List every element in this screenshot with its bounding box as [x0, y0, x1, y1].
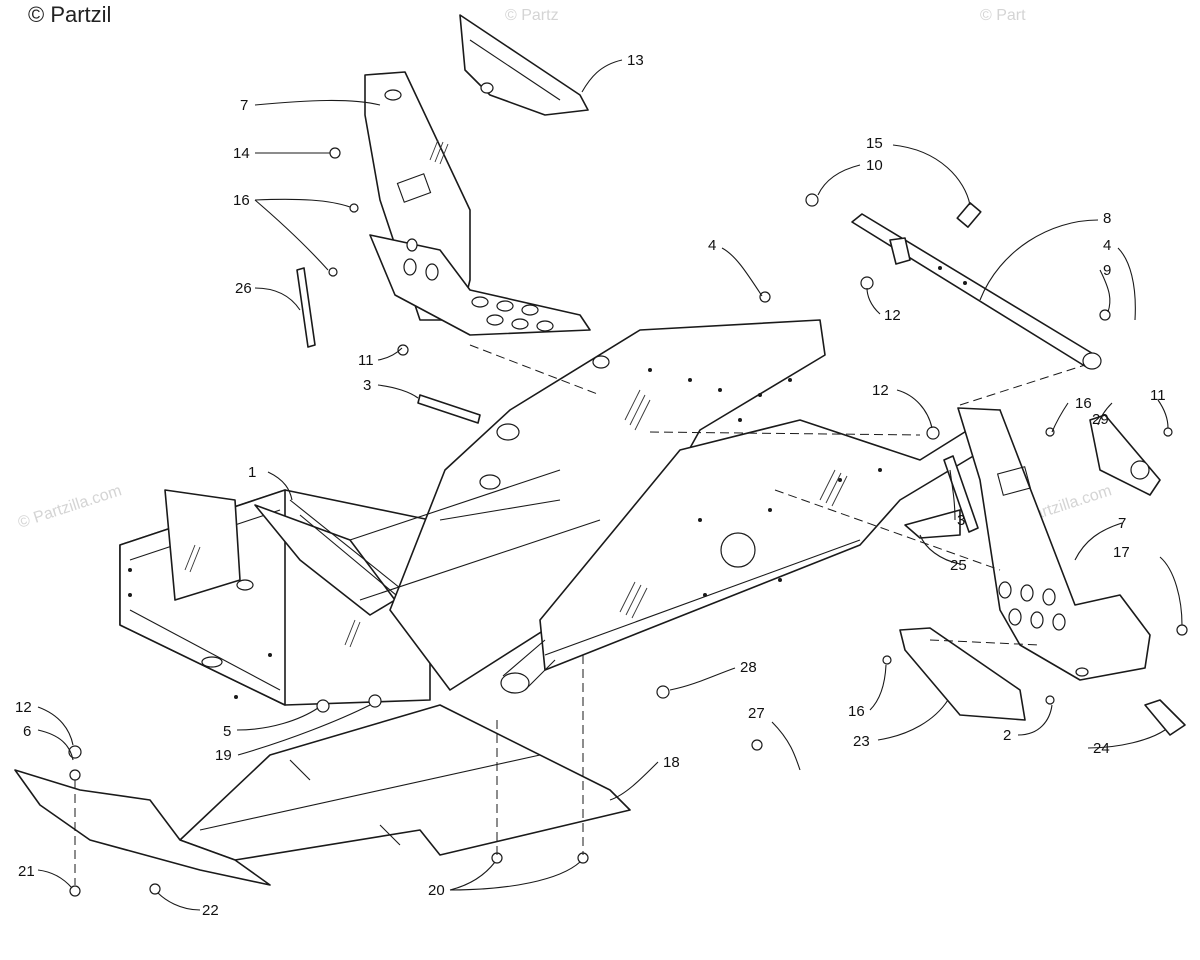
front-skid-plate [14, 769, 271, 886]
callout-29: 29 [1092, 411, 1109, 428]
callout-28: 28 [740, 659, 757, 676]
callout-18: 18 [663, 754, 680, 771]
small-strap [1144, 699, 1186, 736]
callout-4-right: 4 [1103, 237, 1111, 254]
gusset-plate [904, 509, 961, 539]
steering-shaft [851, 213, 1102, 370]
callout-22: 22 [202, 902, 219, 919]
callout-17: 17 [1113, 544, 1130, 561]
right-upright-bracket [957, 407, 1151, 681]
callout-4-center: 4 [708, 237, 716, 254]
callout-12-upright: 12 [872, 382, 889, 399]
side-plate [899, 627, 1026, 721]
callout-8: 8 [1103, 210, 1111, 227]
left-reinforcement-strip [417, 394, 481, 424]
callout-23: 23 [853, 733, 870, 750]
callout-10: 10 [866, 157, 883, 174]
leader-lines [37, 59, 1183, 911]
callout-12-shaft: 12 [884, 307, 901, 324]
callout-5: 5 [223, 723, 231, 740]
callout-12-skid: 12 [15, 699, 32, 716]
watermark-corner: © Partzil [28, 2, 111, 27]
callout-3-right: 3 [957, 512, 965, 529]
callout-labels: 1 2 3 3 4 4 5 6 7 7 8 9 10 11 11 12 12 1… [15, 52, 1166, 919]
watermark-left: © Partzilla.com [16, 482, 124, 531]
main-frame [119, 319, 1001, 706]
callout-15: 15 [866, 135, 883, 152]
callout-14: 14 [233, 145, 250, 162]
callout-11-left: 11 [358, 352, 374, 369]
belly-pan [179, 704, 631, 861]
callout-3-left: 3 [363, 377, 371, 394]
callout-13: 13 [627, 52, 644, 69]
callout-7-left: 7 [240, 97, 248, 114]
left-upright-bracket [364, 71, 591, 336]
watermark-top-right: © Part [980, 7, 1026, 24]
assembly-guide-lines [74, 344, 1086, 885]
cover-panel [459, 14, 589, 116]
hardware-fasteners [68, 147, 1188, 897]
callout-16-right: 16 [1075, 395, 1092, 412]
callout-24: 24 [1093, 740, 1110, 757]
callout-21: 21 [18, 863, 35, 880]
callout-16-left: 16 [233, 192, 250, 209]
callout-7-right: 7 [1118, 515, 1126, 532]
callout-6: 6 [23, 723, 31, 740]
callout-25: 25 [950, 557, 967, 574]
callout-9: 9 [1103, 262, 1111, 279]
callout-1: 1 [248, 464, 256, 481]
callout-11-right: 11 [1150, 387, 1166, 404]
callout-19: 19 [215, 747, 232, 764]
watermark-top-center: © Partz [505, 7, 559, 24]
callout-16-lower: 16 [848, 703, 865, 720]
right-reinforcement-strip [943, 455, 979, 533]
callout-20: 20 [428, 882, 445, 899]
pin-rod [296, 267, 316, 348]
callout-2: 2 [1003, 727, 1011, 744]
callout-27: 27 [748, 705, 765, 722]
callout-26: 26 [235, 280, 252, 297]
